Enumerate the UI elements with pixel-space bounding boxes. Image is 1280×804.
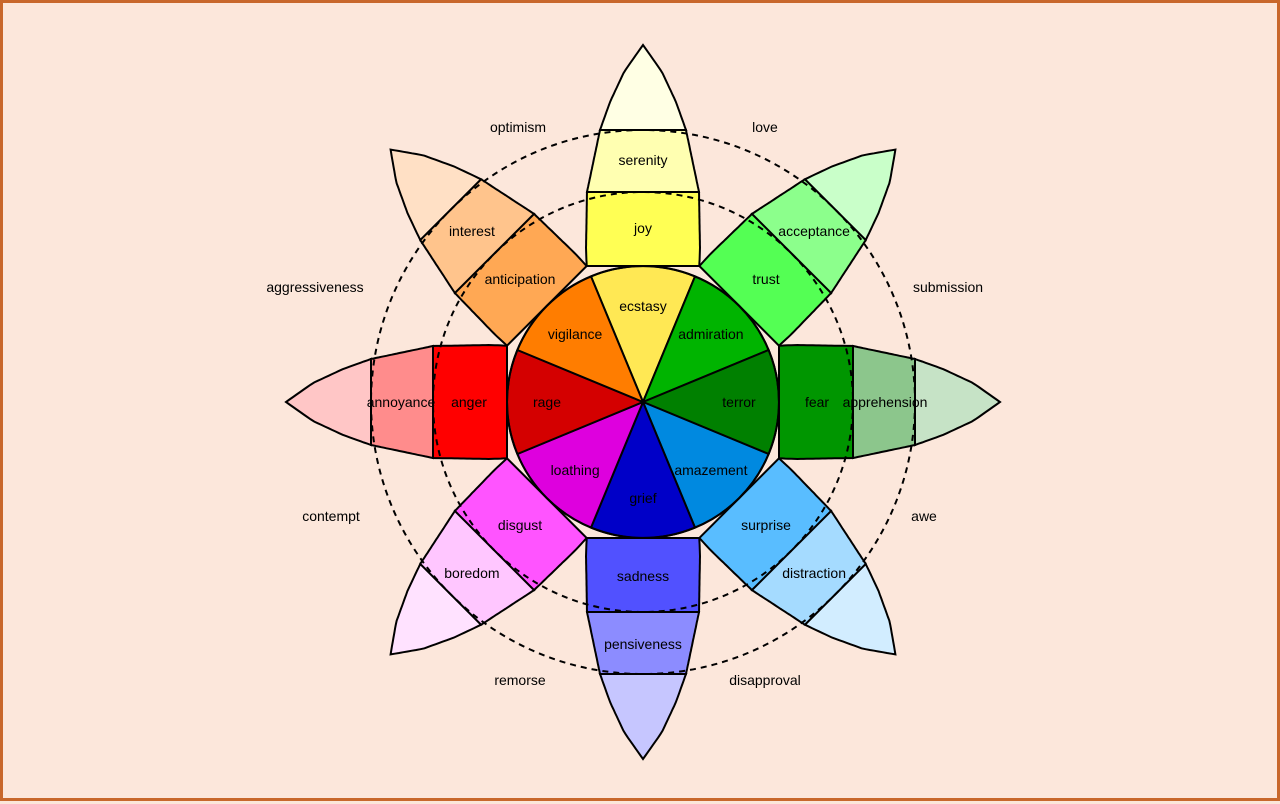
- petal-tip-band[interactable]: [598, 673, 688, 761]
- emotion-wheel-diagram: ecstasy joy serenity admiration trust accepta…: [266, 43, 1002, 761]
- petal-tip-band[interactable]: [284, 357, 372, 447]
- label-joy: joy: [633, 220, 652, 236]
- inner-sectors-group: [506, 265, 780, 539]
- petal-anticipation[interactable]: [389, 148, 589, 348]
- dyad-label-remorse: remorse: [494, 672, 546, 688]
- labels-group: ecstasy joy serenity admiration trust accepta…: [367, 152, 928, 652]
- label-boredom: boredom: [444, 565, 499, 581]
- petal-sadness[interactable]: [584, 537, 702, 761]
- petal-middle-band[interactable]: [584, 537, 702, 613]
- label-annoyance: annoyance: [367, 394, 436, 410]
- label-anger: anger: [451, 394, 487, 410]
- inner-circle: [506, 265, 780, 539]
- petal-middle-band[interactable]: [778, 343, 854, 461]
- dashed-ring-outer: [370, 129, 916, 675]
- label-fear: fear: [805, 394, 829, 410]
- label-anticipation: anticipation: [485, 271, 556, 287]
- dyad-label-love: love: [752, 119, 778, 135]
- petal-tip-band[interactable]: [914, 357, 1002, 447]
- dashed-ring-inner: [432, 191, 854, 613]
- label-grief: grief: [629, 490, 656, 506]
- petal-fear[interactable]: [778, 343, 1002, 461]
- label-distraction: distraction: [782, 565, 846, 581]
- label-trust: trust: [752, 271, 779, 287]
- petal-outer-band[interactable]: [585, 129, 701, 193]
- petal-tip-band[interactable]: [389, 148, 483, 242]
- label-ecstasy: ecstasy: [619, 298, 666, 314]
- label-vigilance: vigilance: [548, 326, 603, 342]
- petal-tip-band[interactable]: [598, 43, 688, 131]
- petal-anger[interactable]: [284, 343, 508, 461]
- label-admiration: admiration: [678, 326, 743, 342]
- dyad-label-optimism: optimism: [490, 119, 546, 135]
- label-pensiveness: pensiveness: [604, 636, 682, 652]
- petals-group: [284, 43, 1002, 761]
- label-loathing: loathing: [551, 462, 600, 478]
- petal-tip-band[interactable]: [389, 562, 483, 656]
- label-terror: terror: [722, 394, 756, 410]
- label-serenity: serenity: [618, 152, 667, 168]
- petal-middle-band[interactable]: [697, 212, 833, 348]
- label-disgust: disgust: [498, 517, 542, 533]
- dyad-label-contempt: contempt: [302, 508, 360, 524]
- petal-outer-band[interactable]: [852, 344, 916, 460]
- dyad-labels-group: optimism love submission awe disapproval remo…: [266, 119, 983, 688]
- dyad-label-awe: awe: [911, 508, 937, 524]
- petal-disgust[interactable]: [389, 456, 589, 656]
- label-interest: interest: [449, 223, 495, 239]
- petal-outer-band[interactable]: [585, 611, 701, 675]
- petal-outer-band[interactable]: [750, 178, 867, 295]
- dyad-label-aggressiveness: aggressiveness: [266, 279, 363, 295]
- petal-tip-band[interactable]: [803, 562, 897, 656]
- petal-outer-band[interactable]: [370, 344, 434, 460]
- petal-tip-band[interactable]: [803, 148, 897, 242]
- label-amazement: amazement: [674, 462, 747, 478]
- petal-middle-band[interactable]: [432, 343, 508, 461]
- petal-joy[interactable]: [584, 43, 702, 267]
- petal-middle-band[interactable]: [453, 456, 589, 592]
- petal-outer-band[interactable]: [419, 178, 536, 295]
- petal-middle-band[interactable]: [453, 212, 589, 348]
- label-apprehension: apprehension: [843, 394, 928, 410]
- dyad-label-disapproval: disapproval: [729, 672, 801, 688]
- label-sadness: sadness: [617, 568, 669, 584]
- petal-middle-band[interactable]: [697, 456, 833, 592]
- label-surprise: surprise: [741, 517, 791, 533]
- dyad-label-submission: submission: [913, 279, 983, 295]
- petal-middle-band[interactable]: [584, 191, 702, 267]
- label-rage: rage: [533, 394, 561, 410]
- petal-outer-band[interactable]: [750, 509, 867, 626]
- petal-surprise[interactable]: [697, 456, 897, 656]
- label-acceptance: acceptance: [778, 223, 850, 239]
- petal-outer-band[interactable]: [419, 509, 536, 626]
- petal-trust[interactable]: [697, 148, 897, 348]
